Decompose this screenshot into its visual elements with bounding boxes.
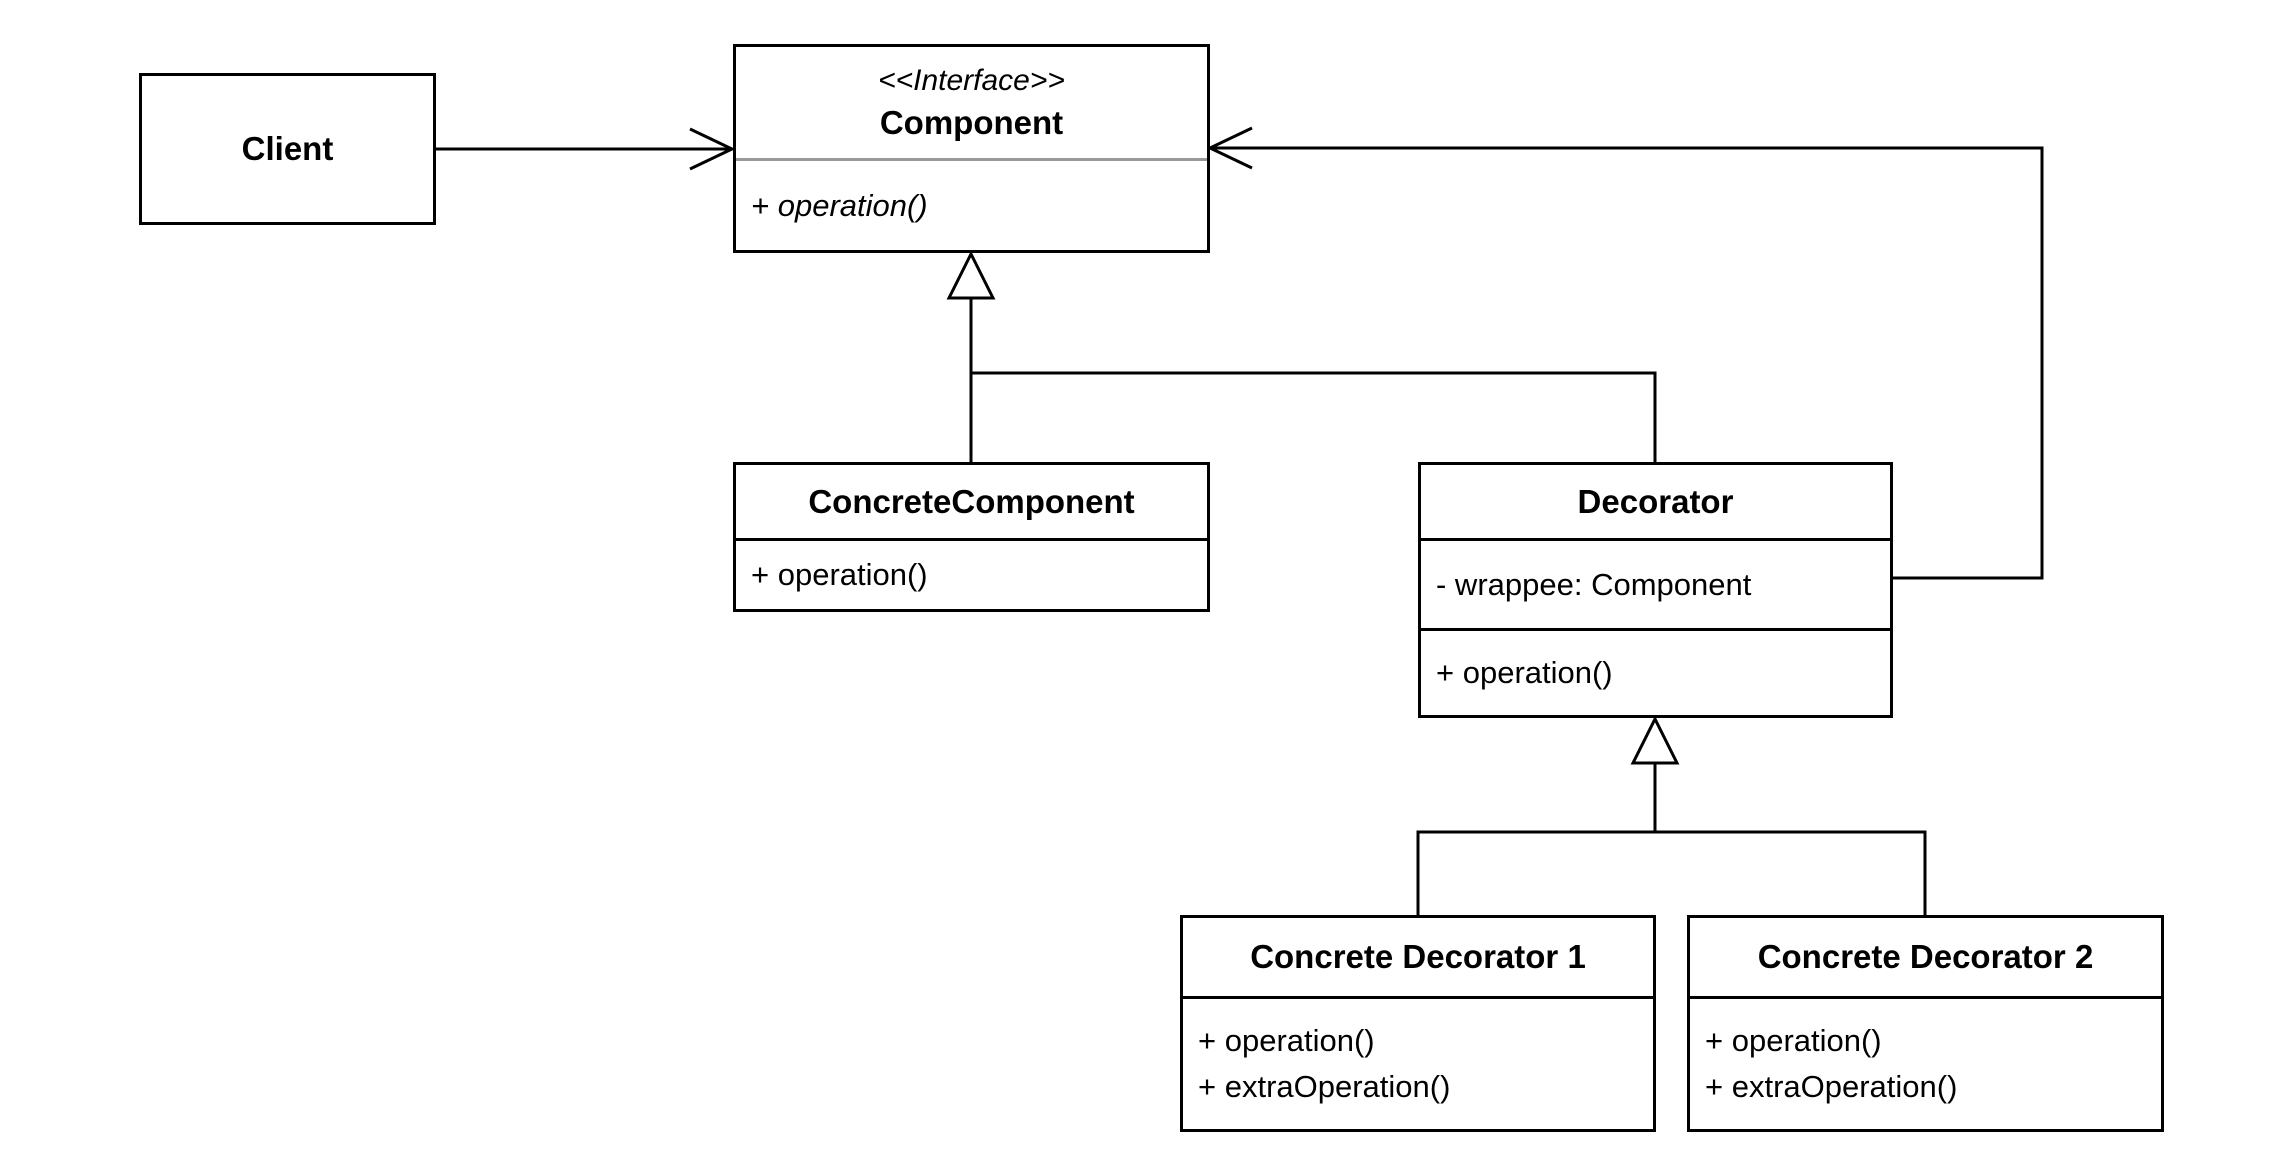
class-box-concrete-component: ConcreteComponent + operation()	[733, 462, 1210, 612]
method-label: + operation()	[1705, 1023, 1882, 1058]
edge-association-client-to-component	[436, 127, 736, 171]
open-arrowhead-icon	[689, 127, 736, 171]
class-title: Client	[241, 130, 334, 167]
attribute-label: - wrappee: Component	[1436, 566, 1752, 602]
edge-association-decorator-to-component	[1206, 126, 2044, 580]
stereotype-label: <<Interface>>	[878, 63, 1065, 97]
class-box-concrete-decorator-2: Concrete Decorator 2 + operation() + ext…	[1687, 915, 2164, 1132]
method-label: + operation()	[751, 187, 928, 223]
class-title: Decorator	[1577, 482, 1734, 520]
hollow-triangle-icon	[1630, 715, 1680, 765]
class-box-concrete-decorator-1: Concrete Decorator 1 + operation() + ext…	[1180, 915, 1656, 1132]
edge-generalization-to-component	[946, 250, 1657, 462]
class-box-decorator: Decorator - wrappee: Component + operati…	[1418, 462, 1893, 718]
edge-generalization-to-decorator	[1416, 715, 1927, 915]
open-arrowhead-icon	[1206, 126, 1253, 170]
class-box-client: Client	[139, 73, 436, 225]
method-label: + extraOperation()	[1705, 1069, 1958, 1104]
class-box-component: <<Interface>> Component + operation()	[733, 44, 1210, 253]
class-title: Concrete Decorator 1	[1250, 938, 1586, 975]
method-label: + operation()	[1198, 1023, 1375, 1058]
method-label: + extraOperation()	[1198, 1069, 1451, 1104]
class-title: ConcreteComponent	[808, 482, 1135, 520]
hollow-triangle-icon	[946, 250, 996, 300]
method-label: + operation()	[1436, 655, 1613, 690]
class-title: Concrete Decorator 2	[1757, 938, 2094, 975]
method-label: + operation()	[751, 557, 928, 592]
class-title: Component	[879, 103, 1064, 141]
